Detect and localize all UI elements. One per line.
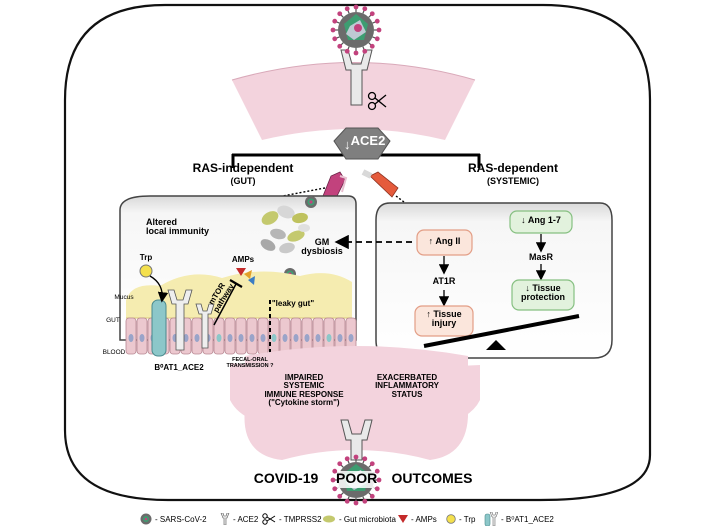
ras-dependent-title: RAS-dependent <box>468 161 558 175</box>
gm-dysbiosis-label: GM dysbiosis <box>301 237 343 257</box>
ang2-label: ↑ Ang II <box>428 236 461 246</box>
cell-nucleus <box>183 334 189 342</box>
blood-layer-label: BLOOD <box>102 349 126 356</box>
gut-layer-label: GUT <box>106 317 120 324</box>
b0at1-ace2-icon <box>484 512 498 526</box>
ras-dependent-sub: (SYSTEMIC) <box>486 176 539 186</box>
tissue-injury-label: ↑ Tissue injury <box>426 309 462 329</box>
ras-independent-sub: (GUT) <box>230 176 256 186</box>
poor-label-bg <box>337 471 375 488</box>
cell-nucleus <box>238 334 244 342</box>
legend-trp-text: - Trp <box>459 514 476 524</box>
trp-icon-circle <box>139 264 153 278</box>
legend-b0at1: - B⁰AT1_ACE2 <box>484 512 554 526</box>
scissors-icon-top <box>367 91 387 111</box>
legend-microbiota-text: - Gut microbiota <box>339 514 396 524</box>
fecal-oral-label: FECAL-ORAL TRANSMISSION ? <box>226 357 274 369</box>
cell-nucleus <box>315 334 321 342</box>
sars-cov-2-virus-top <box>330 4 382 56</box>
covid-19-label: COVID-19 <box>253 470 319 486</box>
outer-frame <box>63 3 652 502</box>
systemic-box <box>375 202 613 359</box>
legend-ace2: - ACE2 <box>220 512 258 526</box>
legend-virus: - SARS-CoV-2 <box>140 512 207 526</box>
intestine-icons <box>322 169 399 199</box>
cell-nucleus <box>337 334 343 342</box>
trp-label: Trp <box>139 253 153 262</box>
cell-nucleus <box>139 334 145 342</box>
cell-nucleus <box>282 334 288 342</box>
balance-fulcrum <box>486 340 506 350</box>
amps-icon-cluster <box>236 268 255 285</box>
tissue-protection-box <box>511 279 575 311</box>
ace2-hexagon <box>333 127 391 160</box>
cell-nucleus <box>227 334 233 342</box>
ace2-receptor-top <box>340 49 373 106</box>
legend-tmprss2: - TMPRSS2 <box>262 512 322 526</box>
ang17-box <box>509 210 573 234</box>
cell-nucleus <box>326 334 332 342</box>
cell-nucleus <box>304 334 310 342</box>
bottom-pink-shape <box>230 363 312 425</box>
tissue-protection-label: ↓ Tissue protection <box>521 283 565 303</box>
legend-ace2-text: - ACE2 <box>233 514 259 524</box>
legend-amps-text: - AMPs <box>411 514 437 524</box>
altered-immunity-label: Altered local immunity <box>146 217 210 237</box>
cell-nucleus <box>216 334 222 342</box>
cell-nucleus <box>348 334 354 342</box>
legend-virus-text: - SARS-CoV-2 <box>155 514 207 524</box>
ace2-down-arrow: ↓ <box>344 137 351 152</box>
trp-icon <box>446 514 456 524</box>
tissue-injury-box <box>414 305 474 337</box>
balance-beam <box>423 314 580 348</box>
virus-icon <box>140 513 152 525</box>
cell-nucleus <box>194 334 200 342</box>
legend-trp: - Trp <box>446 512 475 526</box>
virus-small-1 <box>305 196 317 208</box>
ang17-label: ↓ Ang 1-7 <box>521 215 561 225</box>
b0at1-ace2-label: B⁰AT1_ACE2 <box>154 363 204 372</box>
legend-b0at1-text: - B⁰AT1_ACE2 <box>501 514 554 524</box>
leaky-gut-label: "leaky gut" <box>271 299 315 308</box>
outcomes-label: OUTCOMES <box>391 470 473 486</box>
ras-independent-title: RAS-independent <box>192 161 294 175</box>
ace2-icon <box>220 513 230 525</box>
cell-nucleus <box>128 334 134 342</box>
poor-label: POOR <box>336 470 378 486</box>
at1r-label: AT1R <box>432 276 456 286</box>
amps-label: AMPs <box>231 255 255 264</box>
scissors-icon <box>262 513 276 525</box>
microbiota-icon <box>323 515 335 523</box>
legend-tmprss2-text: - TMPRSS2 <box>279 514 322 524</box>
ace2-on-cell <box>195 303 215 349</box>
cell-nucleus <box>271 334 277 342</box>
legend-microbiota: - Gut microbiota <box>322 512 396 526</box>
gut-microbiota-cluster <box>260 205 310 254</box>
masr-label: MasR <box>528 252 553 262</box>
ace2-receptor-bottom <box>340 419 373 461</box>
cell-nucleus <box>293 334 299 342</box>
cell-nucleus <box>260 334 266 342</box>
legend-amps: - AMPs <box>398 512 437 526</box>
ang2-box <box>416 229 473 256</box>
exacerbated-status-label: EXACERBATED INFLAMMATORY STATUS <box>375 373 439 399</box>
impaired-response-label: IMPAIRED SYSTEMIC IMMUNE RESPONSE ("Cyto… <box>264 373 344 408</box>
mucus-label: Mucus <box>114 294 134 301</box>
ace2-label: ACE2 <box>350 133 386 148</box>
cell-nucleus <box>249 334 255 342</box>
amp-icon <box>398 515 408 523</box>
